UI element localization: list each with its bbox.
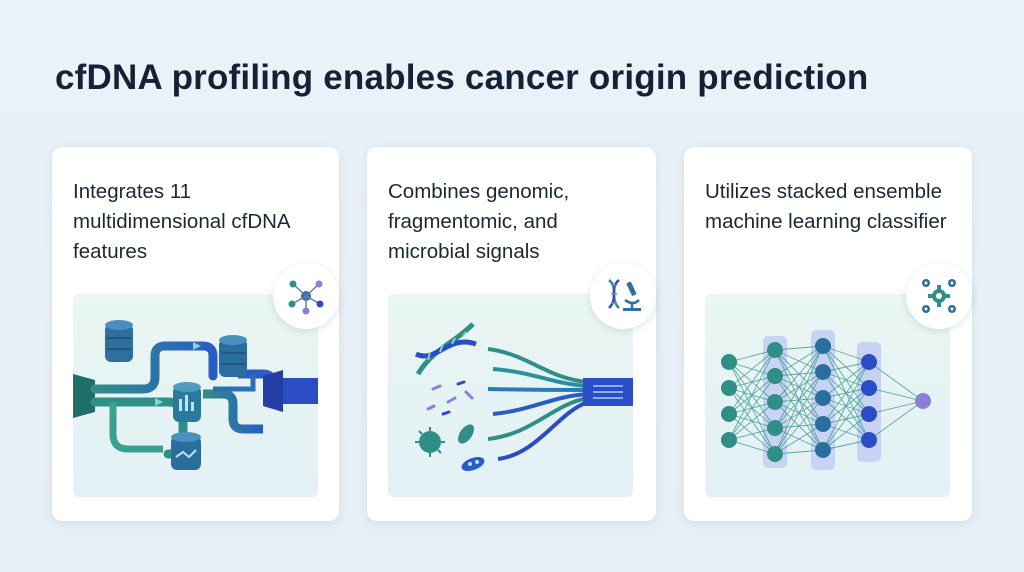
card-text: Integrates 11 multidimensional cfDNA fea… [73, 180, 290, 263]
network-node [767, 446, 783, 462]
network-node [721, 406, 737, 422]
network-node [721, 432, 737, 448]
microbe-icon [415, 424, 485, 471]
dna-helix-icon [414, 322, 477, 376]
network-edge [822, 361, 870, 425]
network-node [815, 338, 831, 354]
network-edge [774, 449, 824, 455]
network-node [767, 394, 783, 410]
network-edge [728, 349, 776, 415]
network-edge [728, 375, 776, 441]
dna-microscope-icon [590, 263, 656, 329]
network-node [721, 380, 737, 396]
network-edge [868, 361, 924, 402]
gears-icon [906, 263, 972, 329]
network-edge [774, 345, 824, 351]
network-edge [822, 361, 870, 399]
network-edge [728, 439, 776, 455]
card-text: Utilizes stacked ensemble machine learni… [705, 180, 947, 233]
database-icon [105, 320, 133, 362]
network-node [815, 364, 831, 380]
network-edge [774, 345, 824, 403]
network-edge [822, 361, 870, 451]
feature-card-combines: Combines genomic, fragmentomic, and micr… [367, 147, 656, 521]
feature-card-integrates: Integrates 11 multidimensional cfDNA fea… [52, 147, 339, 521]
network-edge [868, 400, 924, 441]
network-edge [822, 413, 870, 451]
network-edge [774, 371, 824, 455]
network-node [915, 393, 931, 409]
network-edge [728, 401, 776, 441]
network-node [767, 368, 783, 384]
network-edge [728, 349, 776, 441]
network-node [767, 420, 783, 436]
network-edge [728, 349, 776, 389]
network-node [767, 342, 783, 358]
network-edge [822, 387, 870, 451]
network-edge [774, 345, 824, 455]
neural-network-illustration [705, 294, 950, 497]
network-node [721, 354, 737, 370]
page-title: cfDNA profiling enables cancer origin pr… [55, 58, 869, 97]
card-text: Combines genomic, fragmentomic, and micr… [388, 180, 570, 263]
signal-merge-illustration [388, 294, 633, 497]
network-node [861, 354, 877, 370]
network-edge [868, 387, 924, 402]
network-node [815, 390, 831, 406]
network-edge [774, 397, 824, 455]
network-nodes-icon [273, 263, 339, 329]
network-edge [868, 400, 924, 415]
network-node [861, 432, 877, 448]
data-pipeline-illustration [73, 294, 318, 497]
network-node [815, 442, 831, 458]
network-node [861, 406, 877, 422]
network-edge [774, 423, 824, 455]
network-edge [774, 345, 824, 429]
network-node [861, 380, 877, 396]
network-edge [774, 345, 824, 377]
network-node [815, 416, 831, 432]
network-edge [822, 345, 870, 363]
feature-card-utilizes: Utilizes stacked ensemble machine learni… [684, 147, 972, 521]
